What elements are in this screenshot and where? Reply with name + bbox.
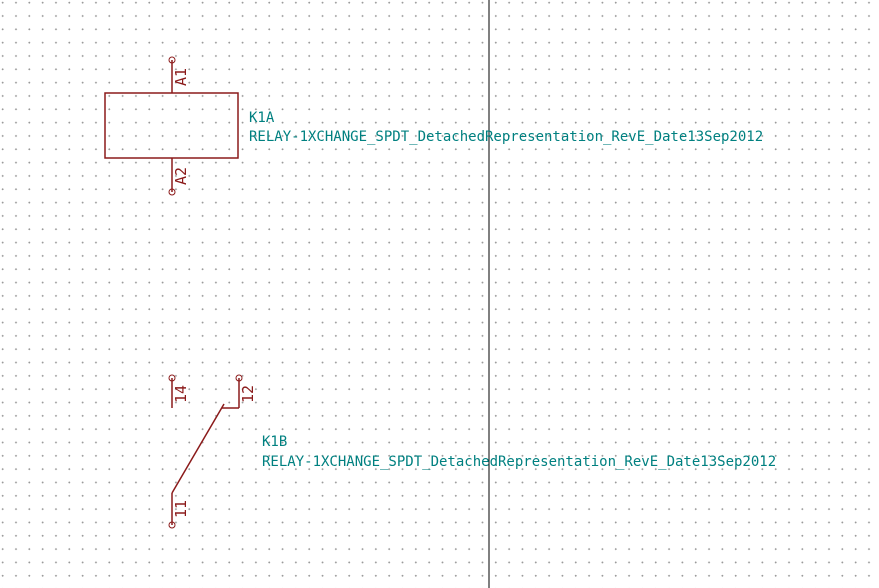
coil-body (104, 92, 239, 159)
relay-contact-symbol[interactable] (168, 374, 243, 529)
part-a-reference[interactable]: K1A (249, 110, 275, 126)
switch-arm (171, 403, 225, 494)
pin-a2-label: A2 (172, 167, 190, 185)
pin-a2-endpoint[interactable] (168, 188, 176, 196)
pin-12-endpoint[interactable] (235, 374, 243, 382)
pin-14-endpoint[interactable] (168, 374, 176, 382)
part-b-value[interactable]: RELAY-1XCHANGE_SPDT_DetachedRepresentati… (262, 454, 776, 470)
pin-a1-label: A1 (172, 68, 190, 86)
pin-14-label: 14 (172, 385, 190, 403)
pin-12-label: 12 (239, 385, 257, 403)
part-b-reference[interactable]: K1B (262, 434, 287, 450)
pin-11-endpoint[interactable] (168, 521, 176, 529)
relay-coil-symbol[interactable] (104, 56, 239, 196)
pin-11-label: 11 (172, 500, 190, 518)
part-a-value[interactable]: RELAY-1XCHANGE_SPDT_DetachedRepresentati… (249, 129, 763, 145)
pin-a1-endpoint[interactable] (168, 56, 176, 64)
